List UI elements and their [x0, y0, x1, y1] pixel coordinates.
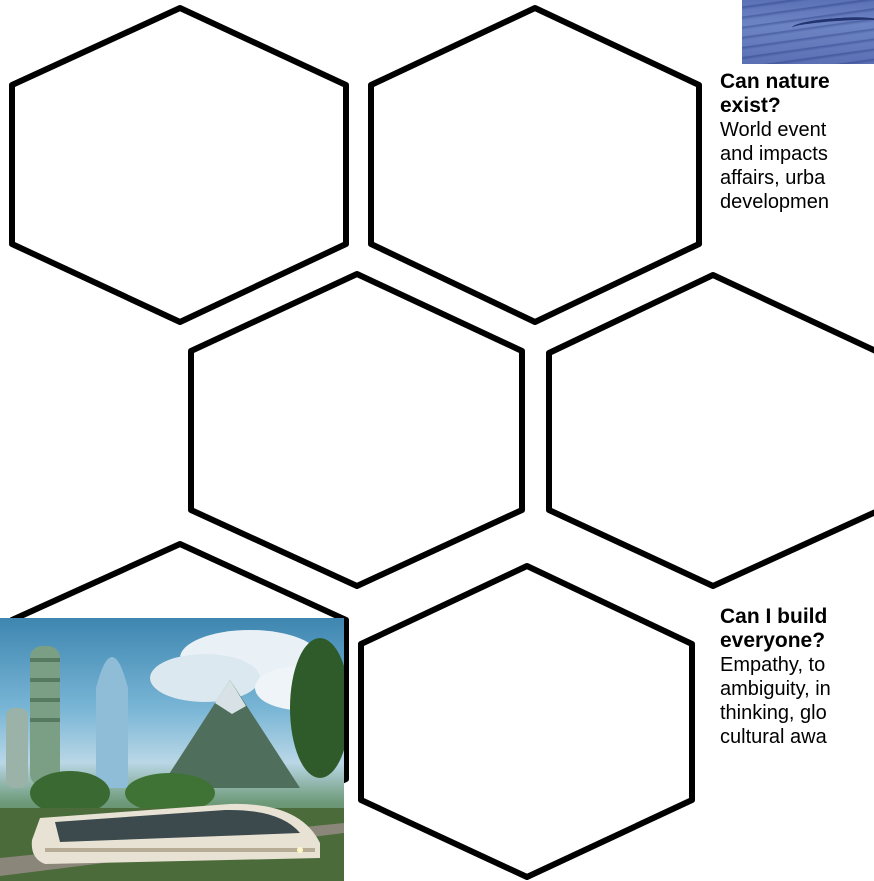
water-ripple [791, 14, 874, 35]
train-stripe [45, 848, 315, 852]
build-title-line-1: Can I build [720, 605, 828, 628]
city-illustration [0, 630, 344, 881]
build-body-line-3: thinking, glo [720, 702, 827, 724]
futuristic-city-train-photo [0, 618, 344, 881]
tree [125, 773, 215, 813]
mountain [160, 680, 300, 788]
hexagon-6 [358, 563, 695, 880]
mountain-snow [215, 680, 246, 714]
build-body-line-4: cultural awa [720, 726, 827, 748]
nature-title-line-2: exist? [720, 94, 781, 117]
tree [30, 771, 110, 815]
tower-left-bands [30, 658, 60, 662]
text-block-build: Can I build everyone? Empathy, to ambigu… [720, 605, 874, 749]
tower-left-bands [30, 678, 60, 682]
hexagon-3 [188, 271, 525, 589]
nature-title-line-1: Can nature [720, 70, 830, 93]
build-body-line-1: Empathy, to [720, 654, 826, 676]
tower-small [6, 708, 28, 788]
tower-dome [96, 657, 128, 788]
hexagon-2 [368, 5, 702, 325]
tower-left-bands [30, 718, 60, 722]
nature-body-line-4: developmen [720, 191, 829, 213]
cloud [150, 654, 260, 702]
train-windows [55, 809, 300, 842]
hexagon-1 [9, 5, 349, 325]
nature-body-line-3: affairs, urba [720, 167, 826, 189]
nature-body-line-1: World event [720, 119, 827, 141]
hexagon-4 [546, 272, 874, 589]
water-photo [742, 0, 874, 64]
tree [290, 638, 344, 778]
tower-left-bands [30, 698, 60, 702]
build-title-line-2: everyone? [720, 629, 826, 652]
nature-body-line-2: and impacts [720, 143, 828, 165]
build-body-line-2: ambiguity, in [720, 678, 831, 700]
text-block-nature: Can nature exist? World event and impact… [720, 70, 874, 214]
train-light [297, 847, 303, 853]
tower-left [30, 646, 60, 786]
